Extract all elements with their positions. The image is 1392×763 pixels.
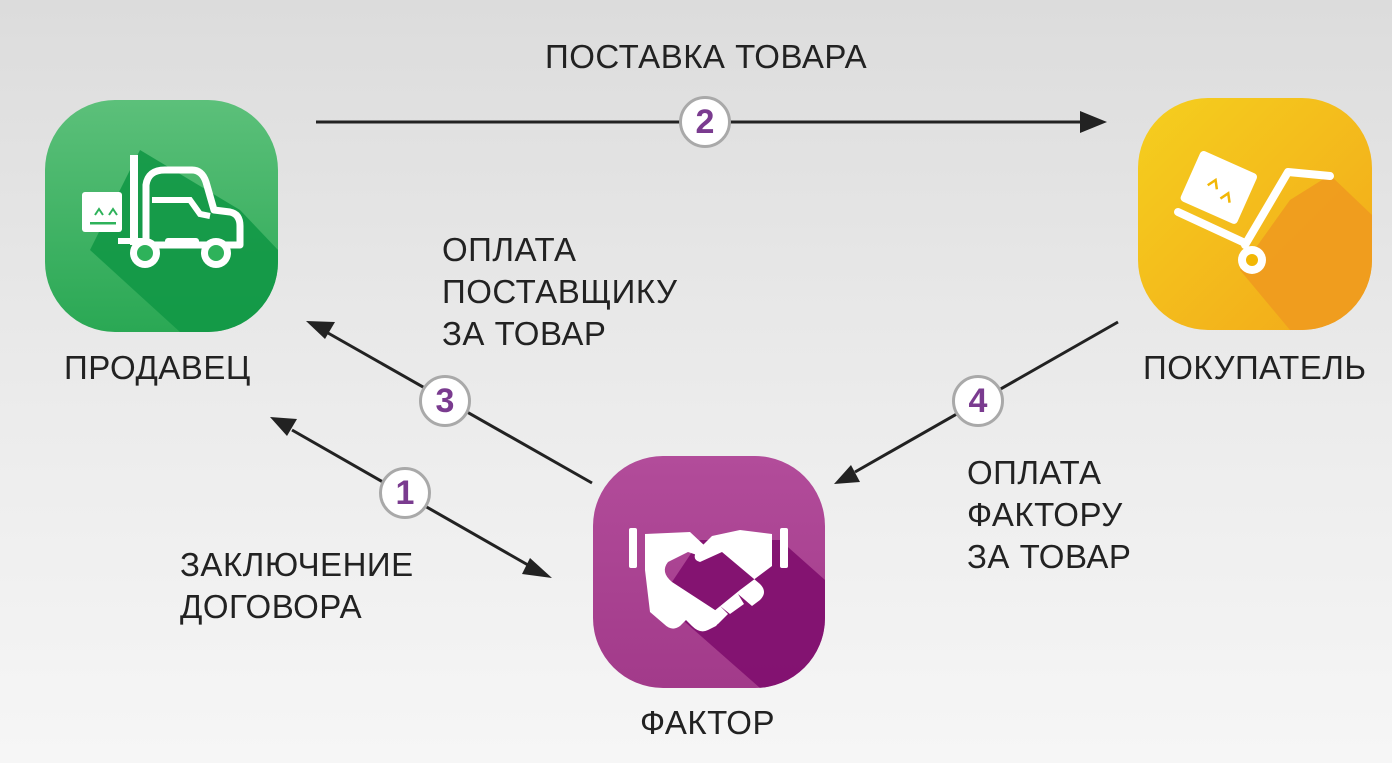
buyer-tile (1138, 98, 1372, 330)
step-2-badge: 2 (679, 96, 731, 148)
step-3-badge: 3 (419, 375, 471, 427)
step-1-line-2: ДОГОВОРА (180, 588, 363, 625)
handshake-icon (629, 528, 788, 632)
step-1-number: 1 (395, 474, 415, 512)
step-2-number: 2 (695, 103, 715, 141)
forklift-icon (82, 155, 244, 268)
step-4-label: ОПЛАТА ФАКТОРУ ЗА ТОВАР (967, 452, 1131, 578)
hand-truck-icon (1174, 151, 1334, 274)
step-2-label: ПОСТАВКА ТОВАРА (545, 36, 867, 78)
step-4-line-1: ОПЛАТА (967, 454, 1102, 491)
step-4-badge: 4 (952, 375, 1004, 427)
seller-tile (45, 100, 278, 332)
step-4-line-2: ФАКТОРУ (967, 496, 1123, 533)
step-3-label: ОПЛАТА ПОСТАВЩИКУ ЗА ТОВАР (442, 229, 677, 355)
step-2-line-1: ПОСТАВКА ТОВАРА (545, 38, 868, 75)
step-3-number: 3 (435, 382, 455, 420)
step-4-number: 4 (968, 382, 988, 420)
seller-label: ПРОДАВЕЦ (64, 349, 251, 386)
step-1-line-1: ЗАКЛЮЧЕНИЕ (180, 546, 414, 583)
step-3-line-3: ЗА ТОВАР (442, 315, 607, 352)
step-1-badge: 1 (379, 467, 431, 519)
buyer-label: ПОКУПАТЕЛЬ (1143, 349, 1367, 386)
factor-label: ФАКТОР (640, 704, 775, 741)
step-1-label: ЗАКЛЮЧЕНИЕ ДОГОВОРА (180, 544, 414, 628)
step-3-line-1: ОПЛАТА (442, 231, 577, 268)
factor-tile (593, 456, 825, 688)
step-3-line-2: ПОСТАВЩИКУ (442, 273, 678, 310)
step-4-line-3: ЗА ТОВАР (967, 538, 1132, 575)
